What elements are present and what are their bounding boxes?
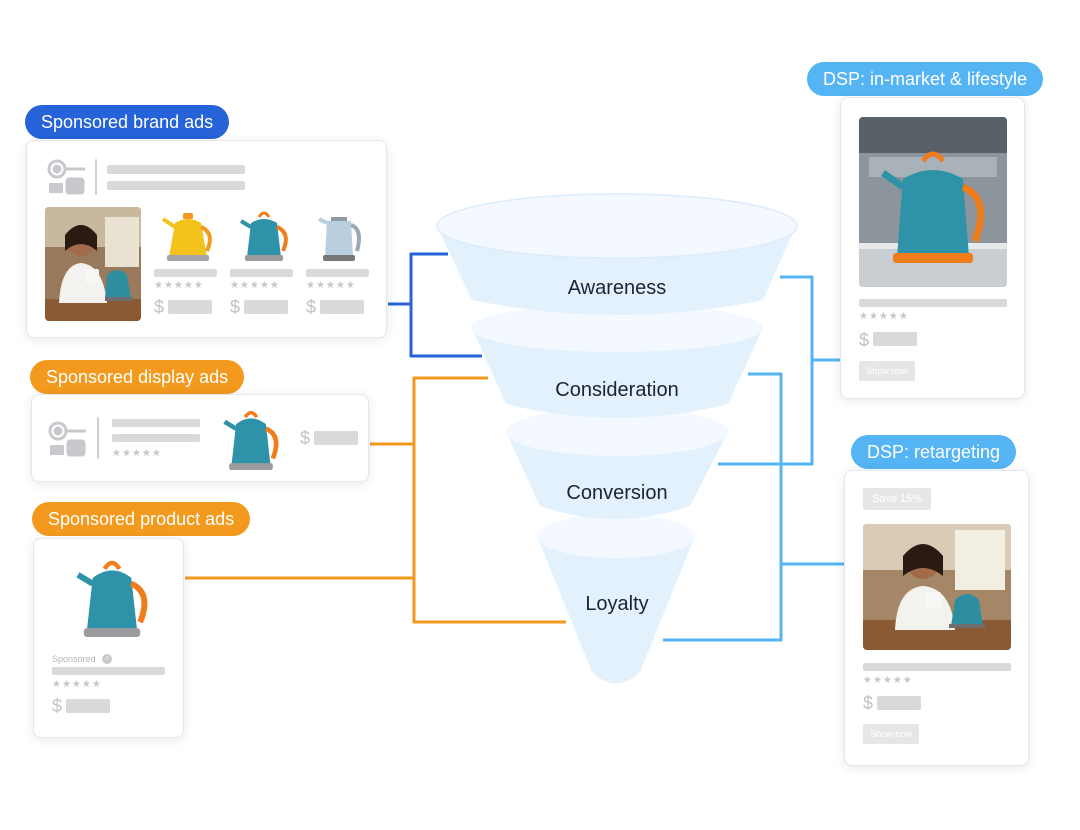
currency-symbol: $ bbox=[154, 297, 165, 317]
connector-product-ads bbox=[185, 444, 566, 624]
info-icon: i bbox=[102, 654, 112, 664]
price-placeholder bbox=[168, 300, 212, 314]
rating-stars: ★★★★★ bbox=[52, 679, 102, 690]
connector-dsp-retargeting bbox=[663, 372, 844, 642]
price-placeholder bbox=[320, 300, 364, 314]
kettle-icon bbox=[239, 211, 288, 261]
price-placeholder bbox=[873, 332, 917, 346]
save-badge: Save 15% bbox=[863, 488, 931, 510]
product-title-placeholder bbox=[863, 663, 1011, 671]
brand-subline-placeholder bbox=[107, 181, 245, 190]
sponsored-tag: Sponsored bbox=[52, 654, 96, 664]
sponsored-product-ads-label: Sponsored product ads bbox=[32, 502, 251, 536]
display-subline-placeholder bbox=[112, 434, 200, 442]
sponsored-product-ads-card: Sponsored i ★★★★★ $ bbox=[33, 538, 184, 738]
funnel-stage-consideration-shape bbox=[472, 328, 763, 418]
rating-stars: ★★★★★ bbox=[306, 280, 356, 291]
sponsored-brand-ads-card: ★★★★★ $ ★★★★★ $ ★★★★★ $ bbox=[26, 140, 387, 338]
price-placeholder bbox=[244, 300, 288, 314]
funnel-stage-loyalty: Loyalty bbox=[585, 593, 649, 615]
kettle-icon bbox=[161, 213, 212, 261]
connector-display-ads bbox=[370, 376, 488, 446]
kitchen-photo bbox=[859, 117, 1007, 287]
rating-stars: ★★★★★ bbox=[154, 280, 204, 291]
currency-symbol: $ bbox=[863, 693, 874, 713]
sponsored-display-ads-label: Sponsored display ads bbox=[30, 360, 245, 394]
price-placeholder bbox=[314, 431, 358, 445]
currency-symbol: $ bbox=[300, 428, 311, 448]
funnel-stage-loyalty-shape bbox=[537, 536, 695, 684]
dsp-in-market-card: ★★★★★ $ Show now bbox=[840, 97, 1025, 399]
brand-headline-placeholder bbox=[107, 165, 245, 174]
funnel-stage-conversion-shape bbox=[506, 432, 728, 519]
show-now-button[interactable]: Show now bbox=[863, 724, 919, 744]
funnel-stage-conversion: Conversion bbox=[566, 482, 668, 504]
show-now-button[interactable]: Show now bbox=[859, 361, 915, 381]
connector-dsp-in-market bbox=[718, 275, 840, 466]
product-title-placeholder bbox=[306, 269, 369, 277]
currency-symbol: $ bbox=[859, 330, 870, 350]
currency-symbol: $ bbox=[306, 297, 317, 317]
product-title-placeholder bbox=[154, 269, 217, 277]
product-title-placeholder bbox=[859, 299, 1007, 307]
connector-brand-ads bbox=[388, 252, 482, 358]
person-photo bbox=[45, 207, 141, 321]
sponsored-display-ads-card: ★★★★★ $ bbox=[31, 394, 369, 482]
brand-logo-icon bbox=[48, 421, 86, 457]
kettle-icon bbox=[318, 217, 361, 261]
product-title-placeholder bbox=[52, 667, 165, 675]
rating-stars: ★★★★★ bbox=[112, 448, 162, 459]
display-headline-placeholder bbox=[112, 419, 200, 427]
rating-stars: ★★★★★ bbox=[863, 675, 913, 686]
brand-divider bbox=[95, 159, 97, 195]
price-placeholder bbox=[877, 696, 921, 710]
brand-logo-icon bbox=[47, 159, 85, 195]
person-photo bbox=[863, 524, 1011, 650]
sponsored-brand-ads-label: Sponsored brand ads bbox=[25, 105, 230, 139]
rating-stars: ★★★★★ bbox=[859, 311, 909, 322]
currency-symbol: $ bbox=[230, 297, 241, 317]
funnel-stage-awareness: Awareness bbox=[567, 277, 667, 299]
dsp-retargeting-card: Save 15% ★★★★★ $ Show now bbox=[844, 470, 1029, 766]
kettle-icon bbox=[223, 410, 279, 470]
dsp-retargeting-label: DSP: retargeting bbox=[851, 435, 1017, 469]
rating-stars: ★★★★★ bbox=[230, 280, 280, 291]
kettle-icon bbox=[76, 560, 148, 637]
funnel-stage-consideration: Consideration bbox=[555, 379, 679, 401]
currency-symbol: $ bbox=[52, 696, 63, 716]
price-placeholder bbox=[66, 699, 110, 713]
product-title-placeholder bbox=[230, 269, 293, 277]
dsp-in-market-label: DSP: in-market & lifestyle bbox=[807, 62, 1044, 96]
display-divider bbox=[97, 417, 99, 459]
